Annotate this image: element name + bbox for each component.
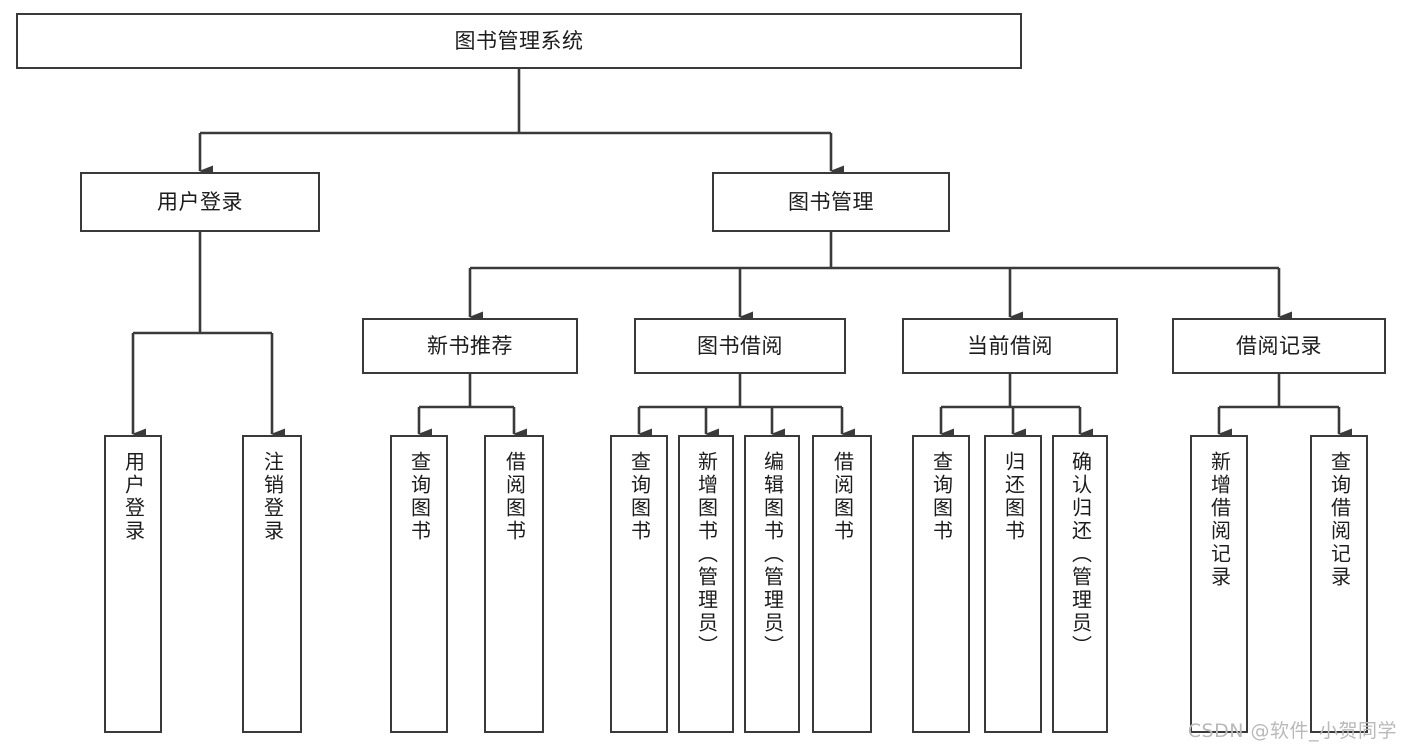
node-leaf-borrow-query-book[interactable]: 查询图书	[610, 435, 668, 733]
node-label: 借阅图书	[502, 451, 527, 543]
node-label: 图书借阅	[697, 333, 783, 358]
node-leaf-user-logout[interactable]: 注销登录	[242, 435, 302, 733]
node-label: 当前借阅	[967, 333, 1053, 358]
node-label: 查询借阅记录	[1327, 451, 1352, 589]
node-leaf-current-query-book[interactable]: 查询图书	[912, 435, 970, 733]
node-leaf-query-borrow-record[interactable]: 查询借阅记录	[1310, 435, 1368, 733]
node-label: 图书管理系统	[454, 28, 584, 53]
node-label: 用户登录	[121, 451, 146, 543]
node-leaf-return-book[interactable]: 归还图书	[984, 435, 1042, 733]
watermark: CSDN @软件_小贺同学	[1187, 720, 1397, 742]
node-label: 新增借阅记录	[1207, 451, 1232, 589]
node-leaf-new-borrow-book[interactable]: 借阅图书	[484, 435, 544, 733]
node-label: 新增图书（管理员）	[694, 451, 719, 658]
node-label: 编辑图书（管理员）	[760, 451, 785, 658]
node-label: 查询图书	[407, 451, 432, 543]
node-book-borrow[interactable]: 图书借阅	[634, 318, 846, 374]
node-book-management-module[interactable]: 图书管理	[712, 172, 950, 232]
node-leaf-user-login[interactable]: 用户登录	[104, 435, 162, 733]
node-label: 查询图书	[627, 451, 652, 543]
node-label: 用户登录	[157, 189, 243, 214]
node-user-login-module[interactable]: 用户登录	[80, 172, 320, 232]
node-leaf-new-query-book[interactable]: 查询图书	[390, 435, 448, 733]
node-leaf-edit-book-admin[interactable]: 编辑图书（管理员）	[744, 435, 800, 733]
node-label: 注销登录	[260, 451, 285, 543]
node-label: 借阅记录	[1236, 333, 1322, 358]
node-leaf-add-book-admin[interactable]: 新增图书（管理员）	[678, 435, 734, 733]
node-leaf-borrow-book[interactable]: 借阅图书	[812, 435, 872, 733]
node-new-book-recommend[interactable]: 新书推荐	[362, 318, 578, 374]
node-current-borrow[interactable]: 当前借阅	[902, 318, 1118, 374]
node-root[interactable]: 图书管理系统	[16, 13, 1022, 69]
node-label: 图书管理	[788, 189, 874, 214]
node-label: 归还图书	[1001, 451, 1026, 543]
node-label: 查询图书	[929, 451, 954, 543]
node-label: 借阅图书	[830, 451, 855, 543]
node-borrow-record[interactable]: 借阅记录	[1172, 318, 1386, 374]
node-leaf-confirm-return-admin[interactable]: 确认归还（管理员）	[1052, 435, 1108, 733]
node-label: 新书推荐	[427, 333, 513, 358]
node-leaf-add-borrow-record[interactable]: 新增借阅记录	[1190, 435, 1248, 733]
node-label: 确认归还（管理员）	[1068, 451, 1093, 658]
